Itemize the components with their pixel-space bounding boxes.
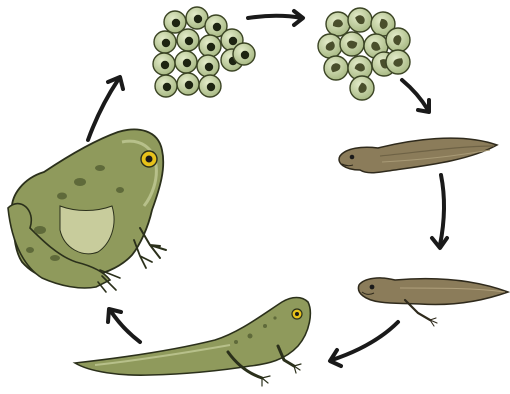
egg-yolk <box>161 61 169 69</box>
tadpole-icon <box>339 138 497 173</box>
egg-yolk <box>207 43 215 51</box>
egg-yolk <box>207 83 215 91</box>
arrow-embryos-to-tadpole <box>402 80 428 110</box>
egg-yolk <box>185 81 193 89</box>
arrow-froglet-to-adult <box>110 310 140 342</box>
egg-yolk <box>205 63 213 71</box>
arrow-adult-to-spawn <box>88 80 118 140</box>
egg-yolk <box>229 37 237 45</box>
tadpole-with-legs-icon <box>358 278 508 326</box>
egg-yolk <box>172 19 180 27</box>
egg-yolk <box>213 23 221 31</box>
egg-yolk <box>183 59 191 67</box>
egg-yolk <box>162 39 170 47</box>
egg-yolk <box>163 83 171 91</box>
arrow-spawn-to-embryos <box>248 16 302 18</box>
egg-yolk <box>194 15 202 23</box>
arrow-legs-to-froglet <box>332 322 398 360</box>
egg-yolk <box>185 37 193 45</box>
egg-yolk <box>241 51 249 59</box>
frogspawn-eggs-icon <box>153 7 255 97</box>
developing-embryos-icon <box>318 8 410 100</box>
adult-frog-icon <box>8 129 166 292</box>
arrow-tadpole-to-legs <box>440 175 444 245</box>
